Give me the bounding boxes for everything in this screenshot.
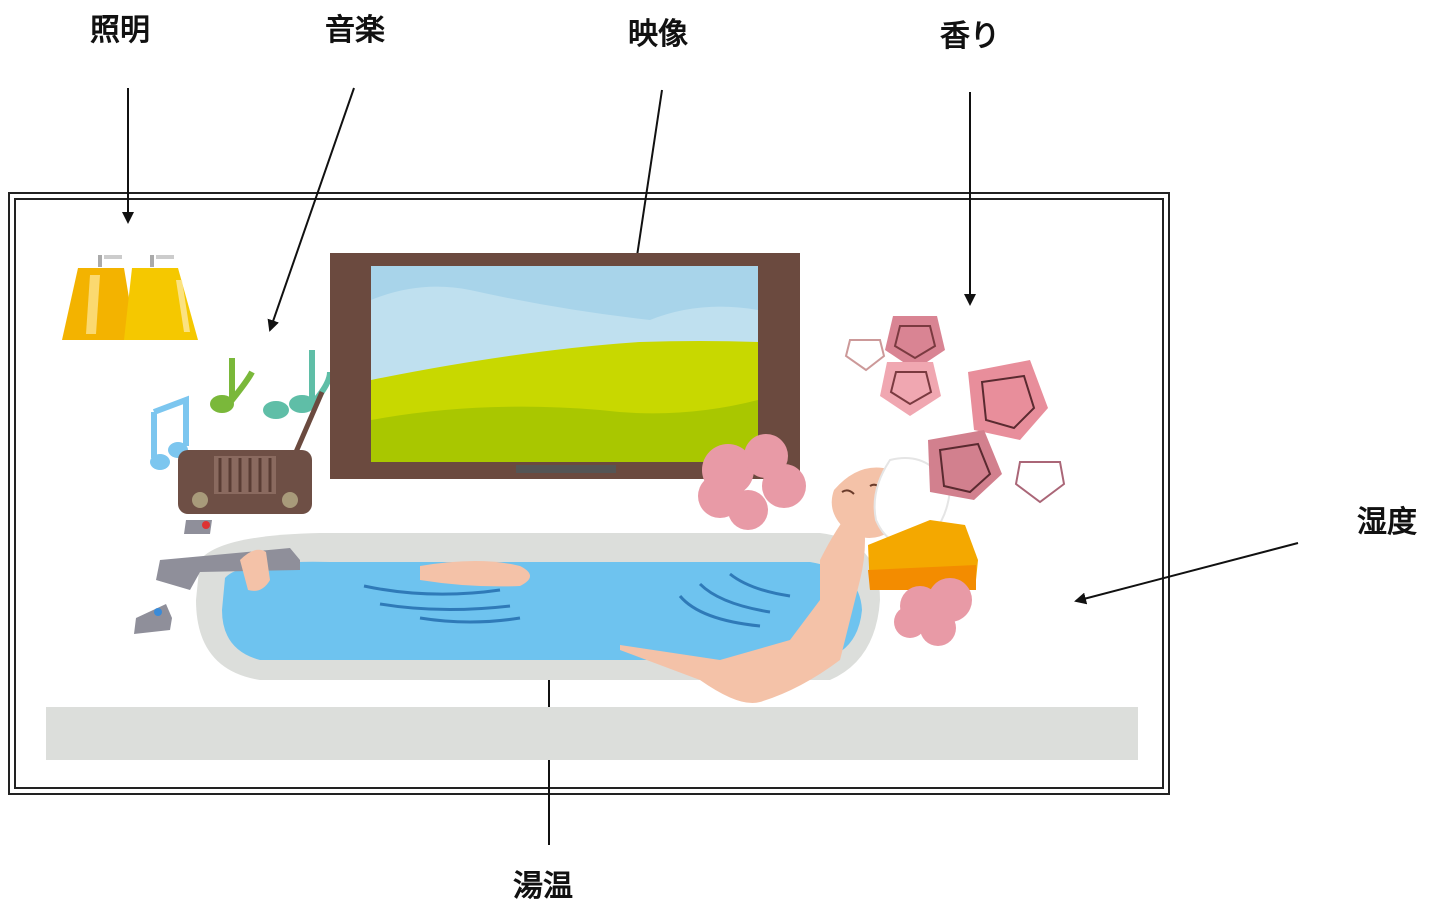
label-video: 映像: [628, 17, 688, 52]
frame-inner-border: [14, 198, 1164, 789]
lamp-icon: [62, 255, 198, 340]
tv-icon: [330, 253, 800, 479]
floor-slab: [46, 707, 1138, 760]
arrow-humidity: [1074, 542, 1299, 605]
music-note-icon: [150, 350, 333, 470]
label-music: 音楽: [325, 13, 385, 48]
label-lighting: 照明: [90, 13, 150, 48]
label-scent: 香り: [940, 19, 1000, 54]
rose-icon: [844, 316, 1066, 504]
steam-cloud-icon: [698, 434, 972, 646]
label-water-temperature: 湯温: [513, 869, 573, 904]
arrow-music: [267, 87, 355, 332]
radio-icon: [178, 391, 325, 514]
bathtub-icon: [196, 533, 880, 680]
label-humidity: 湿度: [1357, 505, 1417, 540]
arrow-video: [629, 89, 663, 278]
frame-outer-border: [8, 192, 1170, 795]
